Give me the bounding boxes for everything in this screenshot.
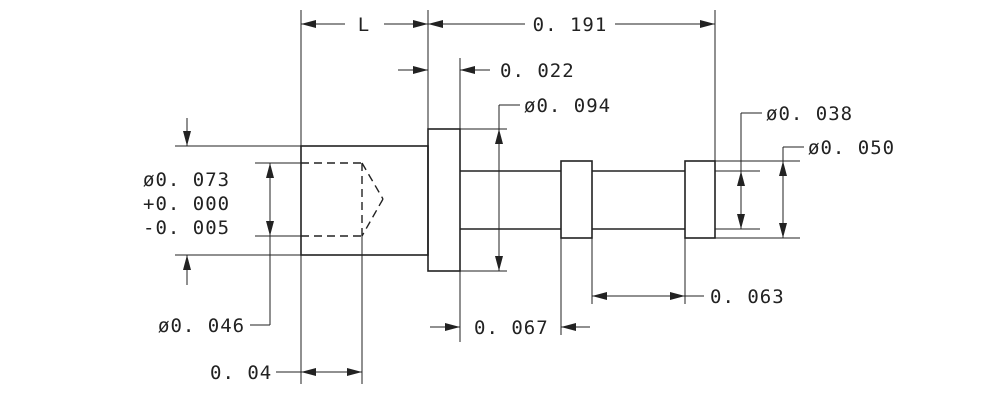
label-body-diameter: ø0. 073 bbox=[143, 169, 230, 191]
part-outline bbox=[300, 128, 716, 272]
dim-body-diameter: ø0. 073 +0. 000 -0. 005 bbox=[143, 118, 230, 285]
label-ring-diameter: ø0. 050 bbox=[808, 137, 895, 159]
label-ring-to-ring: 0. 063 bbox=[710, 286, 785, 308]
hidden-bore bbox=[301, 162, 384, 237]
label-body-tolerance-minus: -0. 005 bbox=[143, 217, 230, 239]
dim-bore-depth: 0. 04 bbox=[210, 362, 362, 384]
label-bore-depth: 0. 04 bbox=[210, 362, 272, 384]
dim-flange-diameter: ø0. 094 bbox=[495, 95, 611, 271]
end-ring bbox=[684, 160, 716, 239]
dim-flange-thickness: 0. 022 bbox=[398, 60, 575, 82]
label-bore-diameter: ø0. 046 bbox=[158, 315, 245, 337]
dim-ring-diameter: ø0. 050 bbox=[779, 137, 895, 238]
dim-tail-diameter: ø0. 038 bbox=[737, 103, 853, 229]
label-length-L: L bbox=[358, 14, 370, 36]
label-flange-diameter: ø0. 094 bbox=[524, 95, 611, 117]
dim-overall-length: 0. 191 bbox=[428, 14, 715, 36]
label-body-tolerance-plus: +0. 000 bbox=[143, 193, 230, 215]
label-flange-thickness: 0. 022 bbox=[500, 60, 575, 82]
dim-bore-diameter: ø0. 046 bbox=[158, 163, 274, 337]
middle-ring bbox=[560, 160, 593, 239]
label-overall-length: 0. 191 bbox=[533, 14, 608, 36]
dim-flange-to-ring: 0. 067 bbox=[430, 317, 590, 339]
extension-lines bbox=[175, 10, 800, 384]
label-tail-diameter: ø0. 038 bbox=[766, 103, 853, 125]
flange bbox=[427, 128, 461, 272]
dim-ring-to-ring: 0. 063 bbox=[592, 286, 785, 308]
dim-length-L: L bbox=[301, 14, 428, 36]
label-flange-to-ring: 0. 067 bbox=[474, 317, 549, 339]
